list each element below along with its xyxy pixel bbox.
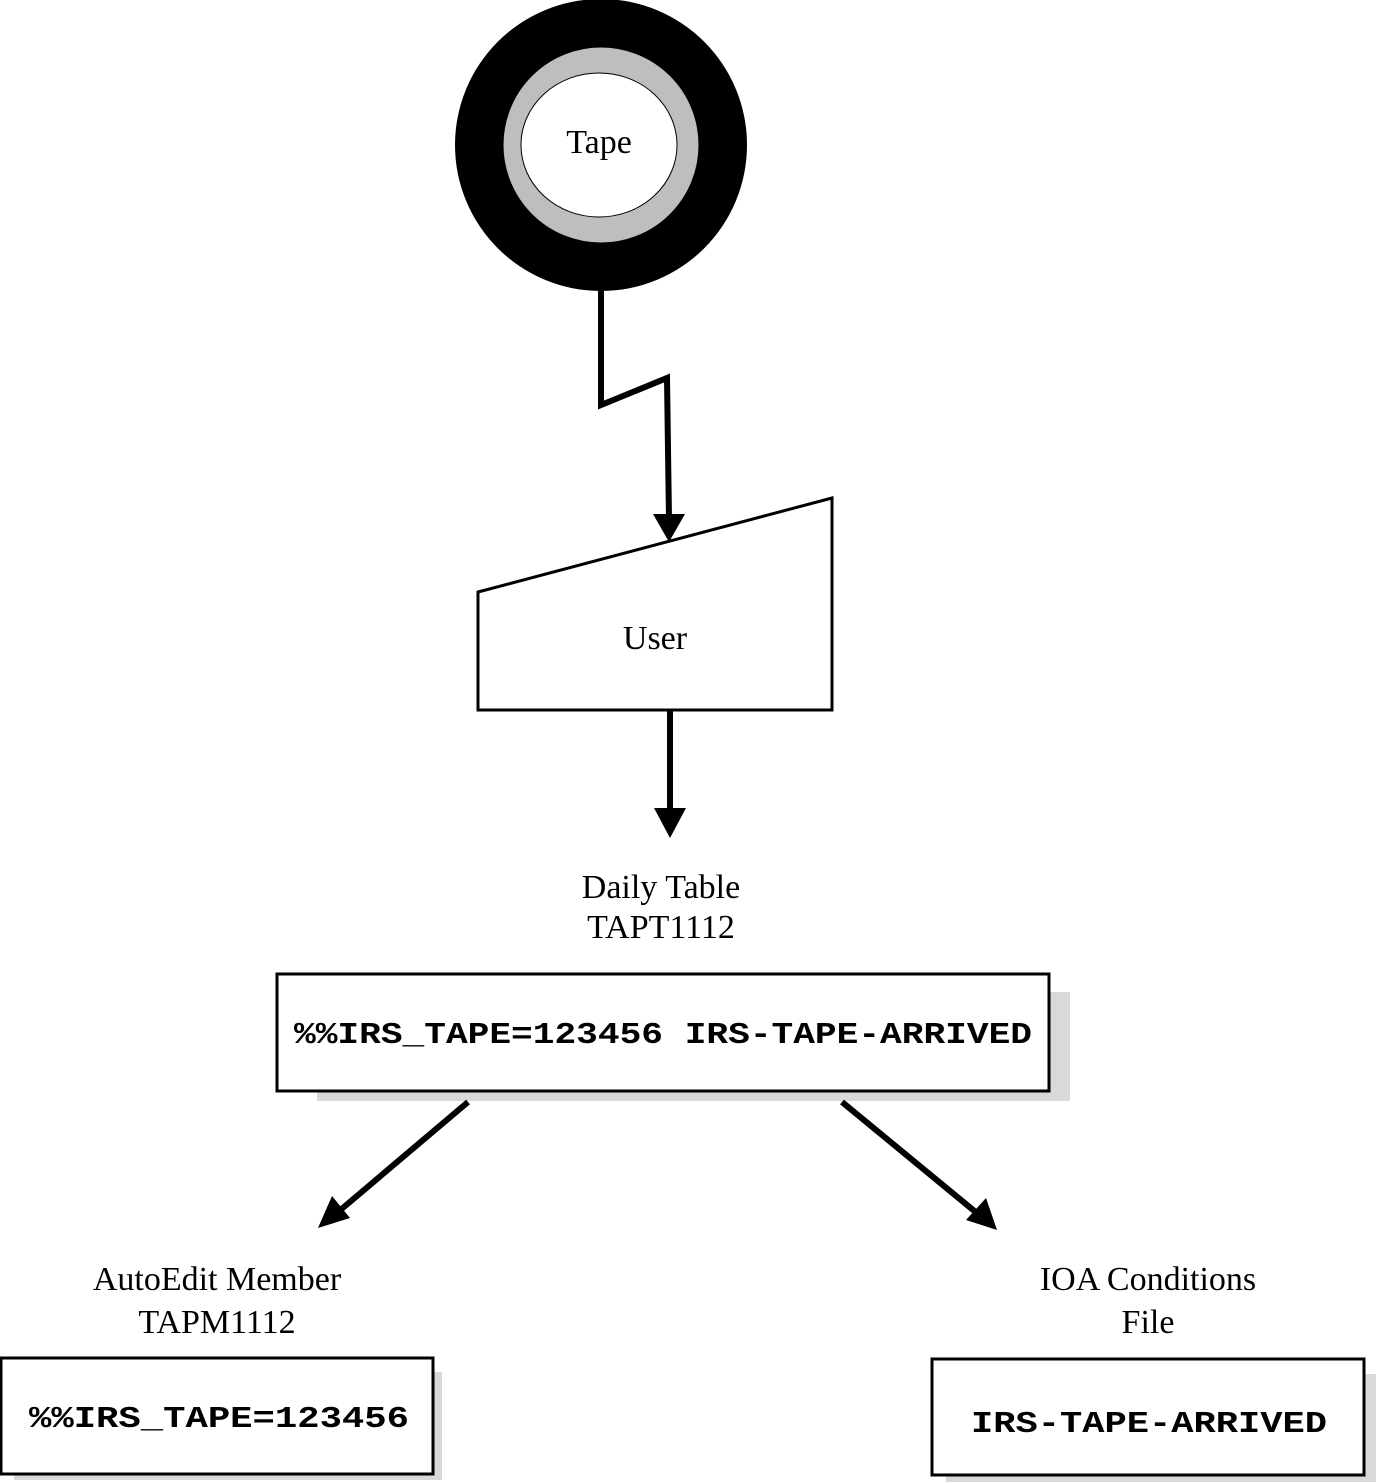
autoedit-member: AutoEdit Member TAPM1112 %%IRS_TAPE=1234… bbox=[0, 1261, 442, 1480]
user-manual-input: User bbox=[476, 496, 834, 712]
user-to-daily-table-arrow bbox=[654, 710, 686, 838]
lightning-line bbox=[598, 290, 672, 521]
user-shape bbox=[476, 496, 834, 712]
autoedit-member-box bbox=[0, 1356, 435, 1476]
ioa-conditions-name: File bbox=[1122, 1304, 1175, 1341]
ioa-conditions-title: IOA Conditions bbox=[1040, 1261, 1256, 1298]
arrowhead-down-left bbox=[318, 1196, 350, 1228]
daily-table-name: TAPT1112 bbox=[587, 909, 735, 946]
arrow-shaft bbox=[336, 1099, 470, 1215]
autoedit-member-title: AutoEdit Member bbox=[93, 1261, 342, 1298]
tape-label: Tape bbox=[566, 124, 632, 161]
daily-table-to-autoedit-arrow bbox=[318, 1099, 470, 1228]
tape-reel: Tape bbox=[455, 0, 747, 291]
arrowhead-down-right bbox=[966, 1198, 997, 1230]
arrowhead-down bbox=[654, 808, 686, 838]
tape-reel-hub bbox=[520, 72, 678, 218]
ioa-conditions-content: IRS-TAPE-ARRIVED bbox=[971, 1407, 1327, 1442]
daily-table-content: %%IRS_TAPE=123456 IRS-TAPE-ARRIVED bbox=[294, 1018, 1032, 1053]
user-label: User bbox=[623, 620, 688, 657]
autoedit-member-name: TAPM1112 bbox=[138, 1304, 295, 1341]
arrowhead-down bbox=[653, 514, 685, 542]
daily-table-box bbox=[275, 972, 1051, 1093]
ioa-conditions-file: IOA Conditions File IRS-TAPE-ARRIVED bbox=[930, 1261, 1376, 1482]
daily-table-title: Daily Table bbox=[582, 869, 740, 906]
autoedit-member-content: %%IRS_TAPE=123456 bbox=[29, 1402, 409, 1437]
daily-table-to-ioa-arrow bbox=[840, 1099, 997, 1230]
ioa-conditions-box bbox=[930, 1357, 1366, 1477]
arrow-shaft bbox=[840, 1099, 980, 1217]
daily-table: Daily Table TAPT1112 %%IRS_TAPE=123456 I… bbox=[275, 869, 1070, 1101]
tape-to-user-connector bbox=[598, 290, 685, 542]
